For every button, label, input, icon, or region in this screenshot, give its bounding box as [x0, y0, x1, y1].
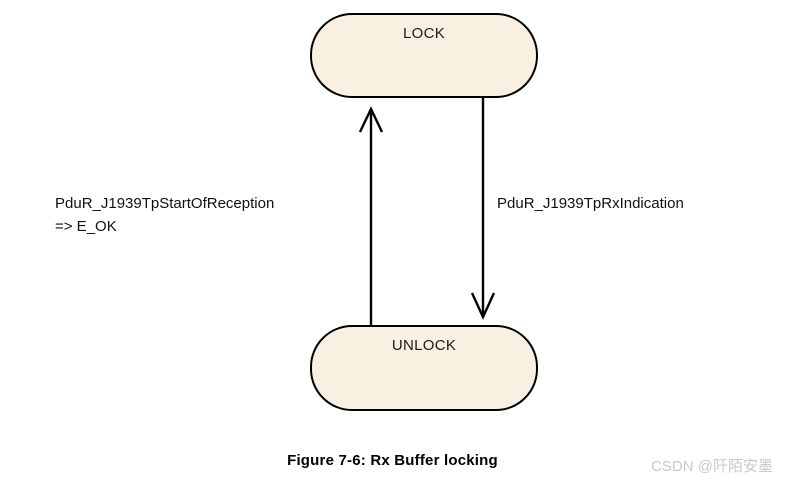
edge-label-lock-to-unlock: PduR_J1939TpRxIndication	[497, 192, 684, 215]
state-node-unlock-label: UNLOCK	[391, 337, 457, 354]
edge-label-lock-to-unlock-line1: PduR_J1939TpRxIndication	[497, 195, 684, 212]
edge-unlock-to-lock	[358, 106, 384, 325]
edge-label-unlock-to-lock-line2: => E_OK	[55, 218, 117, 235]
edge-unlock-to-lock-arrowhead	[358, 106, 384, 133]
edge-label-unlock-to-lock: PduR_J1939TpStartOfReception => E_OK	[55, 192, 274, 238]
state-node-lock-label: LOCK	[402, 25, 446, 42]
figure-caption: Figure 7-6: Rx Buffer locking	[287, 452, 498, 469]
state-node-lock: LOCK	[310, 13, 538, 98]
edge-label-unlock-to-lock-line1: PduR_J1939TpStartOfReception	[55, 195, 275, 212]
csdn-watermark: CSDN @阡陌安墨	[651, 458, 773, 475]
edge-lock-to-unlock-arrowhead	[470, 292, 496, 320]
state-node-unlock: UNLOCK	[310, 325, 538, 411]
edge-lock-to-unlock	[470, 98, 496, 320]
